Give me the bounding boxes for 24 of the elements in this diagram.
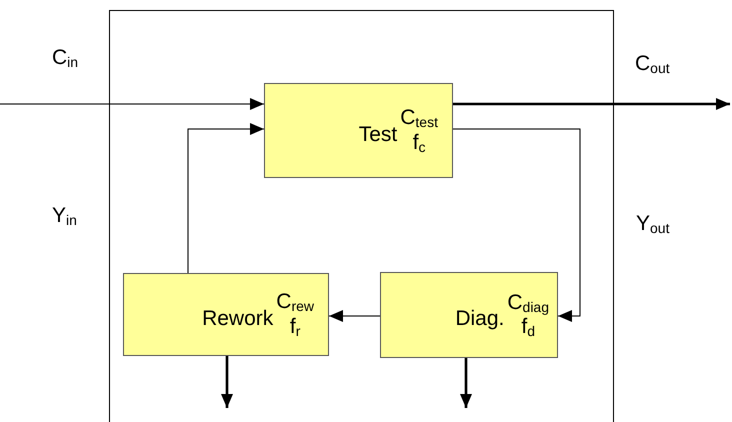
- arrow: [221, 356, 233, 408]
- arrow: [328, 310, 380, 322]
- system-boundary: [109, 10, 614, 422]
- arrow: [0, 98, 264, 110]
- parameter-symbol: f$_{d}$: [521, 315, 535, 340]
- flow-label: Y$_{out}$: [636, 212, 670, 236]
- box-label: Rework: [202, 306, 274, 330]
- flow-label: C$_{in}$: [52, 46, 78, 70]
- parameter-symbol: f$_{r}$: [290, 314, 300, 339]
- parameter-symbol: C$_{diag}$: [507, 290, 549, 315]
- parameter-symbol: C$_{rew}$: [276, 290, 314, 314]
- arrow: [188, 123, 264, 274]
- parameter-symbol: f$_{c}$: [412, 130, 426, 155]
- box-label: Test: [358, 122, 398, 146]
- arrow: [452, 128, 580, 322]
- arrow: [460, 358, 472, 408]
- box-label: Diag.: [455, 307, 504, 331]
- process-box: [380, 272, 558, 358]
- process-box: [264, 83, 453, 178]
- parameter-symbol: C$_{test}$: [400, 106, 438, 130]
- flow-label: Y$_{in}$: [52, 204, 77, 228]
- flow-label: C$_{out}$: [635, 52, 670, 76]
- arrow: [453, 98, 730, 110]
- process-box: [123, 273, 329, 356]
